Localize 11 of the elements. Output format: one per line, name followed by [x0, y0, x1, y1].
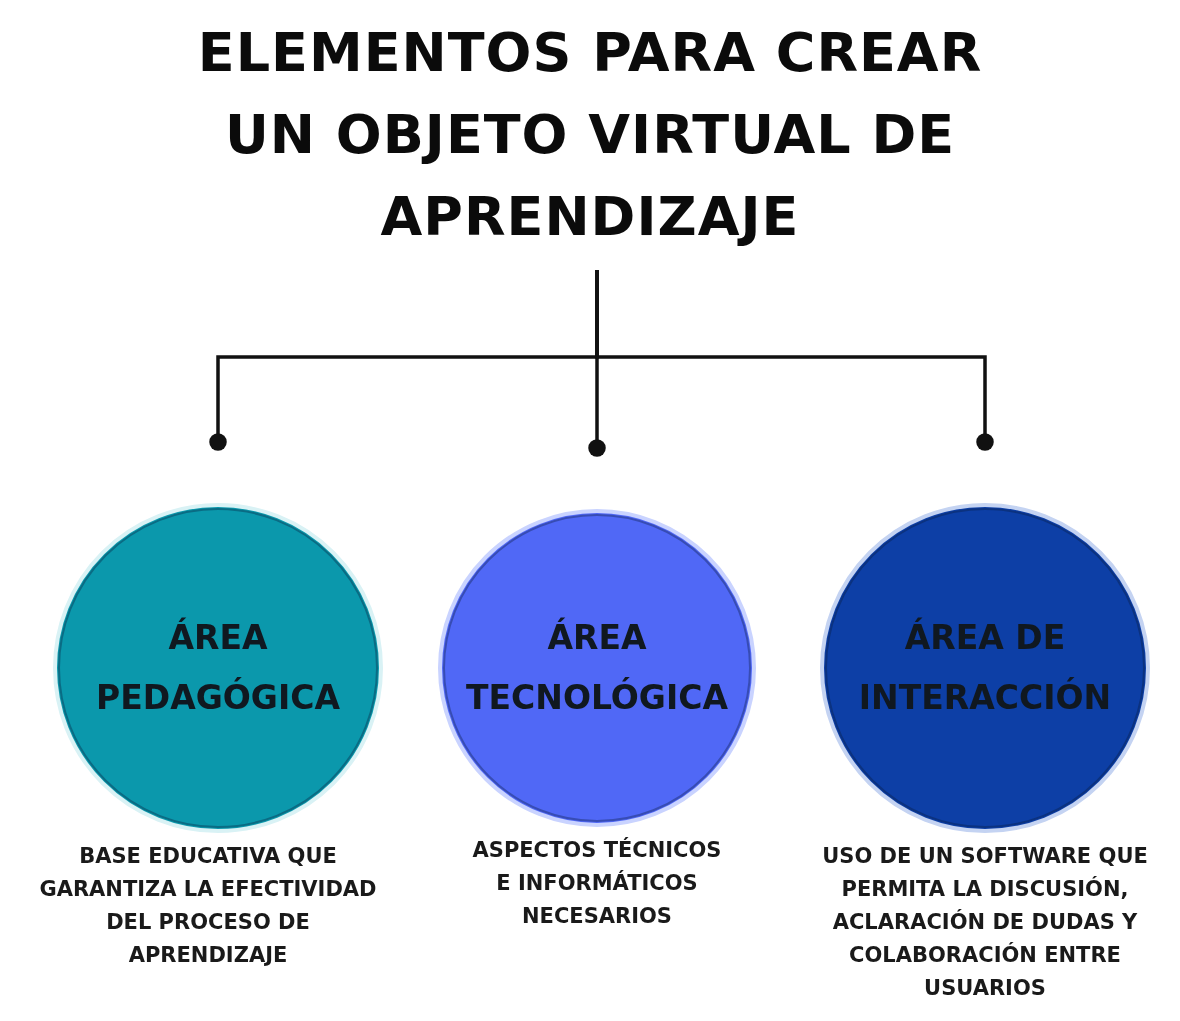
- area-description: BASE EDUCATIVA QUE GARANTIZA LA EFECTIVIDAD DEL PROCESO DE APRENDIZAJE: [38, 843, 378, 969]
- area-description: ASPECTOS TÉCNICOS E INFORMÁTICOS NECESARIOS: [472, 836, 722, 930]
- connector-line: [595, 270, 994, 451]
- area-circle: [819, 502, 1151, 834]
- area-heading: ÁREA TECNOLÓGICA: [465, 616, 729, 719]
- area-circle: [437, 508, 757, 828]
- area-description: USO DE UN SOFTWARE QUE PERMITA LA DISCUSIÓN, ACLARACIÓN DE DUDAS Y COLABORACIÓN ENTRE USUARIOS: [821, 843, 1149, 1002]
- heading-text: ELEMENTOS PARA CREAR UN OBJETO VIRTUAL DE APRENDIZAJE: [196, 20, 984, 250]
- area-heading: ÁREA DE INTERACCIÓN: [857, 616, 1113, 719]
- area-circle: [52, 502, 384, 834]
- area-heading: ÁREA PEDAGÓGICA: [95, 616, 341, 719]
